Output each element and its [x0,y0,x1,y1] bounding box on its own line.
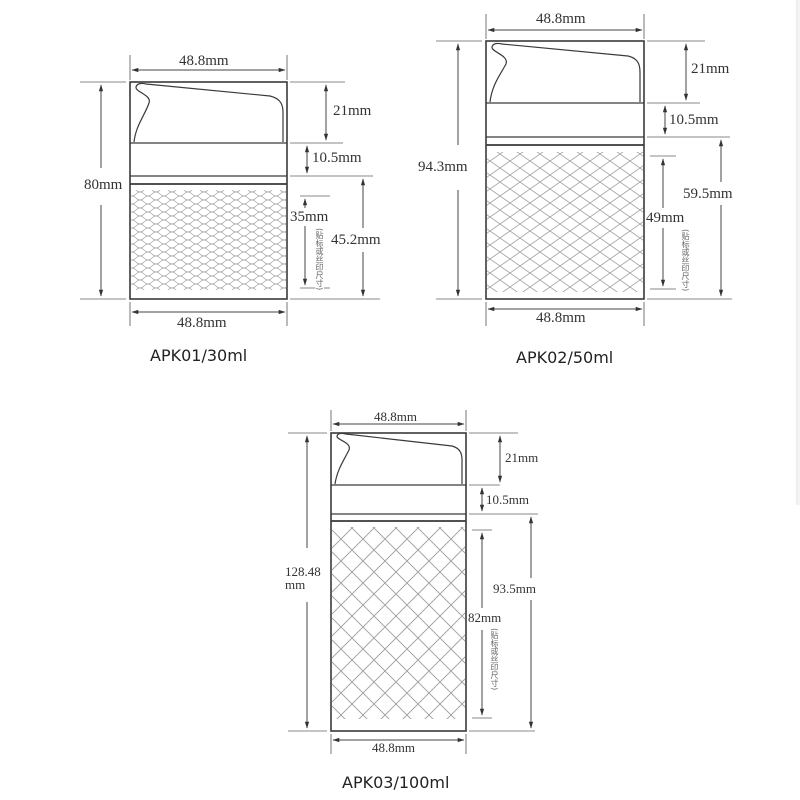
apk02-label-note: (贴标或丝印尺寸) [681,229,690,295]
apk03-label-height: 82mm [467,610,503,625]
apk03-collar-height: 10.5mm [485,492,530,507]
apk01-cap-height: 21mm [332,103,373,119]
product-apk02 [436,14,732,326]
apk01-top-width: 48.8mm [178,53,230,69]
apk02-top-width: 48.8mm [535,11,587,27]
apk03-bottom-width: 48.8mm [371,740,416,755]
apk01-total-height: 80mm [83,177,124,193]
product-apk03 [288,410,538,754]
apk03-total-height: 128.48 mm [284,565,322,591]
apk02-cap-height: 21mm [690,61,731,77]
apk03-top-width: 48.8mm [373,409,418,424]
apk01-collar-height: 10.5mm [311,150,363,166]
apk01-label-height: 35mm [289,209,330,225]
apk03-total-height-value: 128.48 [285,564,321,579]
apk03-cap-height: 21mm [504,450,540,465]
apk01-model-caption: APK01/30ml [150,346,248,365]
apk02-label-height: 49mm [645,210,686,226]
apk02-collar-height: 10.5mm [668,112,720,128]
product-apk01 [80,55,380,326]
apk03-label-note: (贴标或丝印尺寸) [490,628,499,706]
edge-shadow [796,0,800,505]
apk02-total-height: 94.3mm [417,159,469,175]
apk01-body-height: 45.2mm [330,232,382,248]
apk02-body-height: 59.5mm [682,186,734,202]
apk03-total-height-unit: mm [285,577,306,592]
apk02-model-caption: APK02/50ml [516,348,614,367]
apk03-body-height: 93.5mm [492,581,537,596]
apk01-label-note: (贴标或丝印尺寸) [315,228,324,292]
apk03-model-caption: APK03/100ml [342,773,450,792]
apk01-bottom-width: 48.8mm [176,315,228,331]
apk02-bottom-width: 48.8mm [535,310,587,326]
